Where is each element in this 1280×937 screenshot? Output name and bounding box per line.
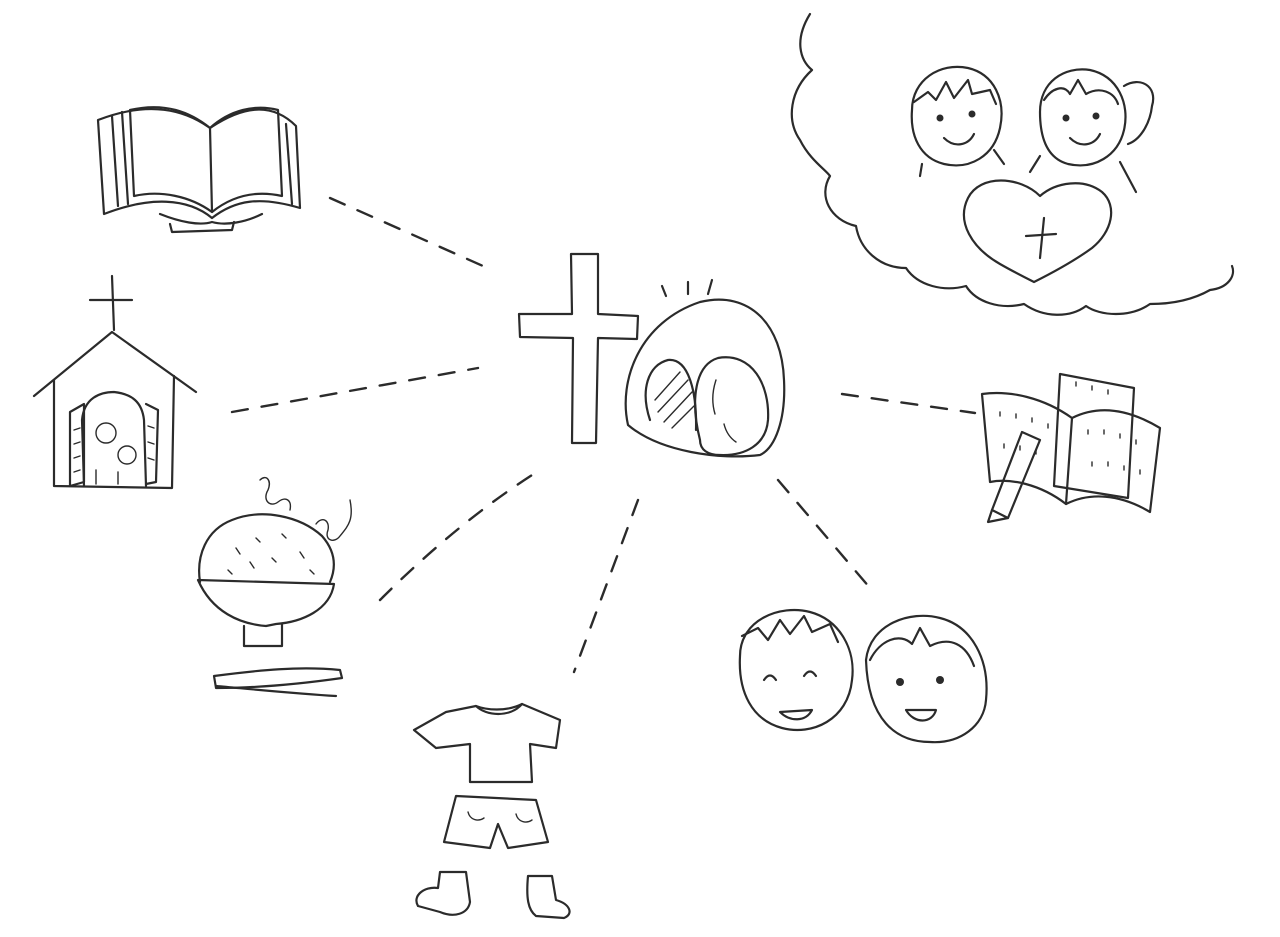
study-papers-icon [980, 372, 1162, 524]
smiling-person-icon [117, 445, 137, 465]
pencil-icon [990, 430, 1042, 520]
boy-face-icon [910, 65, 1006, 178]
girl-face-icon [1028, 68, 1155, 194]
connector-papers [840, 392, 977, 415]
connector-bible [328, 196, 494, 272]
connector-rice [378, 468, 542, 602]
happy-children-icon [738, 608, 988, 744]
connector-clothes [572, 498, 640, 674]
empty-tomb-icon [624, 278, 786, 458]
connector-church [230, 366, 480, 414]
smiling-person-icon [95, 422, 117, 444]
connector-children [776, 478, 872, 590]
cross-icon [517, 252, 640, 445]
church-icon [32, 274, 198, 490]
rice-bowl-icon [196, 476, 352, 698]
open-bible-icon [96, 106, 302, 234]
clothes-icon [412, 702, 571, 920]
connectors [230, 196, 977, 674]
heart-with-cross-icon [962, 179, 1113, 284]
thought-bubble [790, 12, 1235, 316]
